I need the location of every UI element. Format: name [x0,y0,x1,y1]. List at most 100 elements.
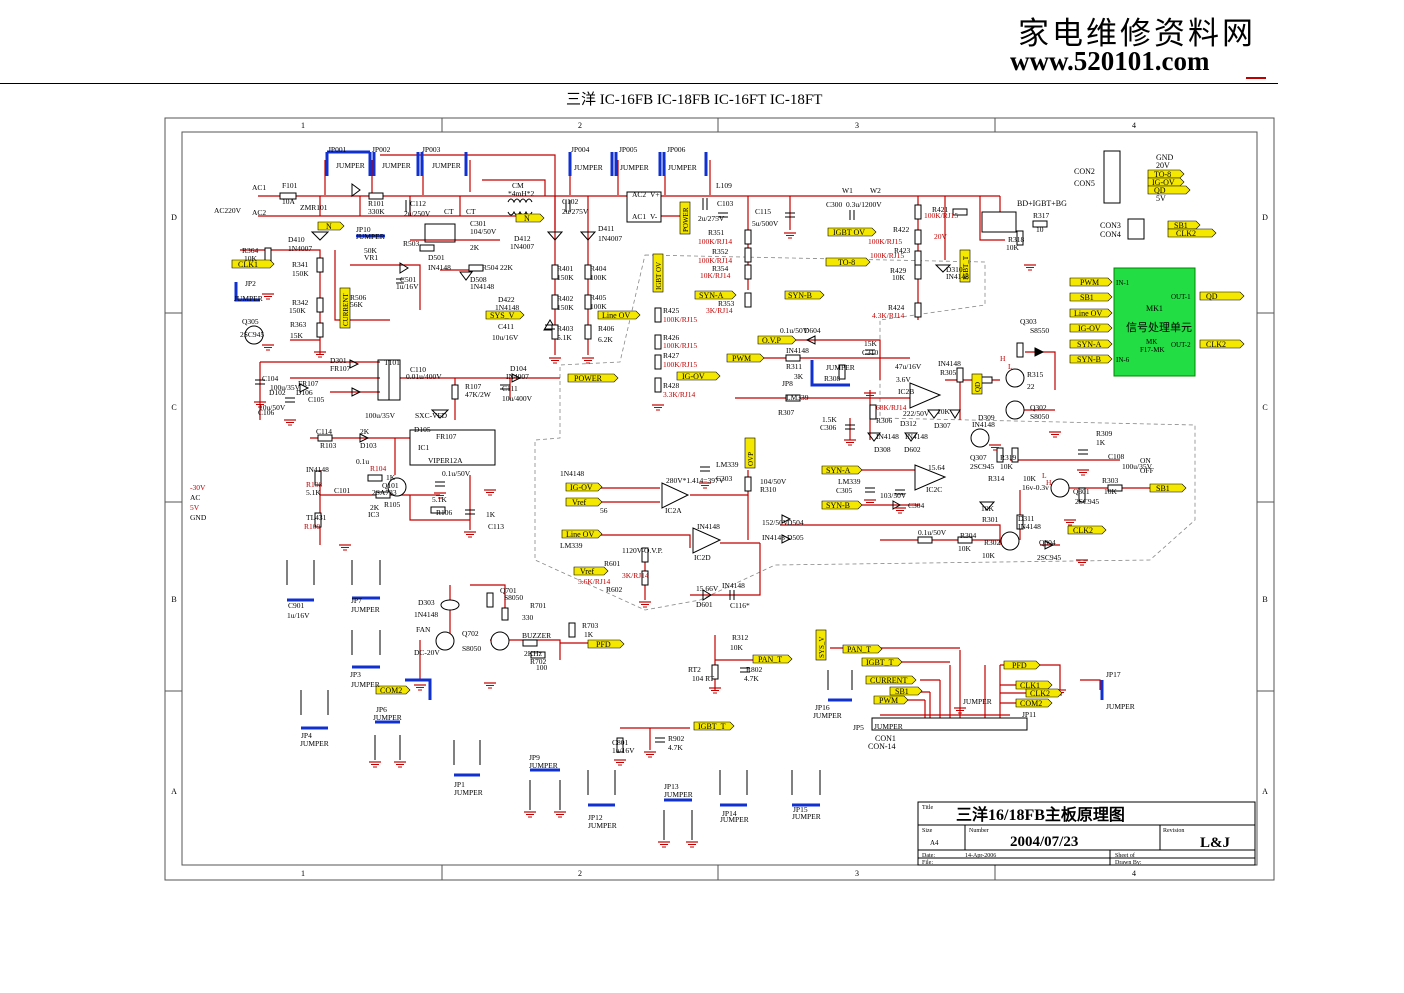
component-label: JP5 [853,723,864,732]
component-label: R354 [712,264,729,273]
component-label: R308 [824,374,841,383]
component-label: 3K [794,372,804,381]
title-block: Title 三洋16/18FB主板原理图 Size A4 Number 2004… [917,801,1256,866]
component-label: 2u/250V [404,209,431,218]
component-label: D104 [510,364,527,373]
component-label: R353 [718,299,735,308]
net-tag-igbt-t: IGBT_T [693,721,735,731]
component-label: R101 [368,199,385,208]
svg-text:TO-8: TO-8 [1154,170,1171,179]
component-label: 2SC945 [240,330,264,339]
component-label: FR107 [436,432,457,441]
component-label: IN4148 [786,346,809,355]
component-label: 5.1K [557,333,572,342]
component-label: 1N4148 [470,282,494,291]
page-title: 三洋 IC-16FB IC-18FB IC-16FT IC-18FT [566,92,823,108]
component-label: JP13 [664,782,679,791]
component-label: Q701 [500,586,517,595]
net-tag-con-qd: QD [1147,185,1191,195]
component-label: D604 [804,326,821,335]
zone-row-b: B [171,595,176,604]
component-label: D505 [787,533,804,542]
component-label: 100K [590,273,607,282]
component-label: 10A [282,197,296,206]
component-label: JP10 [356,225,371,234]
net-tag-mk-syn-b: SYN-B [1069,354,1113,364]
component-label: FAN [416,625,431,634]
svg-text:SB1: SB1 [1080,293,1094,302]
svg-text:CURRENT: CURRENT [342,293,350,326]
component-label: JUMPER [720,815,749,824]
component-label: W2 [870,186,881,195]
zone-labels: 1 2 3 4 1 2 3 4 D C B A D C B A [171,121,1268,878]
svg-text:IG-OV: IG-OV [682,372,705,381]
zone-col-4-bottom: 4 [1132,869,1136,878]
component-label: D508 [470,275,487,284]
component-label: 4.7K [744,674,759,683]
net-tag-mk-syn-a: SYN-A [1069,339,1113,349]
component-label: 0.01u/400V [406,372,442,381]
component-label: R403 [557,324,574,333]
component-label: Q302 [1030,403,1047,412]
component-label: 1N4007 [510,242,534,251]
net-tag-mk-sb1: SB1 [1069,292,1113,302]
component-label: R341 [292,260,309,269]
component-label: 1K [584,630,594,639]
component-label: 5V [190,503,200,512]
component-label: 15K [864,339,878,348]
component-label: H [1000,354,1006,363]
watermark-underline [1246,77,1266,79]
component-label: JUMPER [351,680,380,689]
component-label: 15.66V [696,584,719,593]
component-label: 100u/35V [270,383,301,392]
component-label: IN4148 [697,522,720,531]
component-label: D303 [418,598,435,607]
net-tags: N N CLK1 CURRENT SYS_V Line OV POWER IGB… [231,153,1245,731]
tb-sheet-label: Sheet of [1115,852,1135,859]
component-label: 100K/RJ15 [924,211,958,220]
component-label: CT [444,207,454,216]
component-label: IC2D [694,553,711,562]
svg-text:CURRENT: CURRENT [870,676,907,685]
svg-text:PFD: PFD [1012,661,1027,670]
component-label: IC2C [926,485,942,494]
svg-text:PWM: PWM [1080,278,1099,287]
component-label: JP15 [793,805,808,814]
component-label: R802 [746,665,763,674]
net-tag-con-ig-ov: IG-OV [1147,177,1185,187]
zone-row-c: C [171,403,176,412]
component-label: LM339 [786,393,809,402]
net-tag-pwm: PWM [726,353,765,363]
svg-text:N: N [524,214,530,223]
component-label: Q301 [1073,487,1090,496]
svg-text:QD: QD [974,382,982,392]
jumpers [234,150,1104,807]
component-label: R314 [988,474,1005,483]
component-label: R425 [663,306,680,315]
component-label: D504 [787,518,804,527]
component-label: JUMPER [574,163,603,172]
component-label: JP16 [815,703,830,712]
con3-label: CON3 [1100,221,1121,230]
component-label: JUMPER [300,739,329,748]
component-label: R105 [384,500,401,509]
component-label: JUMPER [963,697,992,706]
component-label: *4mH*2 [508,189,535,198]
component-label: AC2 [252,208,266,217]
component-label: IN4007 [506,372,529,381]
component-label: 1u/16V [612,746,635,755]
svg-text:SYN-A: SYN-A [1077,340,1102,349]
component-label: 1N4007 [288,244,312,253]
component-label: 150K [292,269,309,278]
mk1-module: IN-1 OUT-1 OUT-2 IN-6 MK1 信号处理单元 MK F17-… [1113,267,1196,377]
component-label: IN4148 [428,263,451,272]
tb-size: A4 [930,839,939,847]
net-tag-vref1: Vref [565,497,603,507]
component-label: R602 [606,585,623,594]
svg-text:IGBT_T: IGBT_T [962,255,970,280]
component-label: S8050 [504,593,523,602]
component-label: 10K [244,254,258,263]
component-label: VIPER12A [428,456,463,465]
net-tag-n1: N [317,221,345,231]
component-label: D301 [330,356,347,365]
